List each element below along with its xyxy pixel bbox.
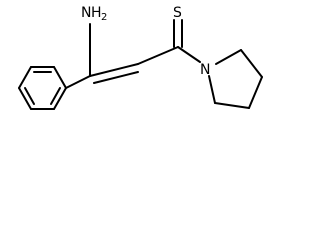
- bond-c1-n: [177, 46, 201, 63]
- bond-ring-double-3: [24, 87, 35, 105]
- amine-h-count: 2: [101, 12, 107, 23]
- bond-c3-c2: [89, 63, 139, 77]
- bond-pyr-4: [214, 102, 250, 109]
- amine-label: N H 2: [81, 5, 107, 23]
- benzene-ring: [18, 66, 67, 110]
- pyrrolidine-n-label: N: [200, 62, 210, 78]
- bond-c3-c2-double: [93, 71, 139, 84]
- amine-n-label: N: [81, 5, 91, 21]
- bond-pyr-2: [240, 49, 263, 78]
- bond-ring-double-2: [50, 87, 61, 105]
- bond-pyr-3: [248, 76, 263, 109]
- amine-h-label: H: [91, 5, 102, 21]
- bond-pyr-1: [215, 49, 242, 65]
- bond-phenyl-c3: [65, 75, 91, 89]
- bond-ring-6: [18, 66, 32, 89]
- chemical-structure-canvas: N H 2 S N: [0, 0, 280, 133]
- bond-pyr-5: [208, 75, 216, 104]
- bond-ring-2: [53, 66, 67, 89]
- molecule-drawing: N H 2 S N: [18, 5, 263, 110]
- pyrrolidine-ring: [208, 49, 263, 109]
- bond-c2-c1: [137, 46, 179, 65]
- thione-s-label: S: [173, 5, 182, 21]
- bond-ring-3: [53, 87, 67, 110]
- bond-ring-5: [18, 87, 32, 110]
